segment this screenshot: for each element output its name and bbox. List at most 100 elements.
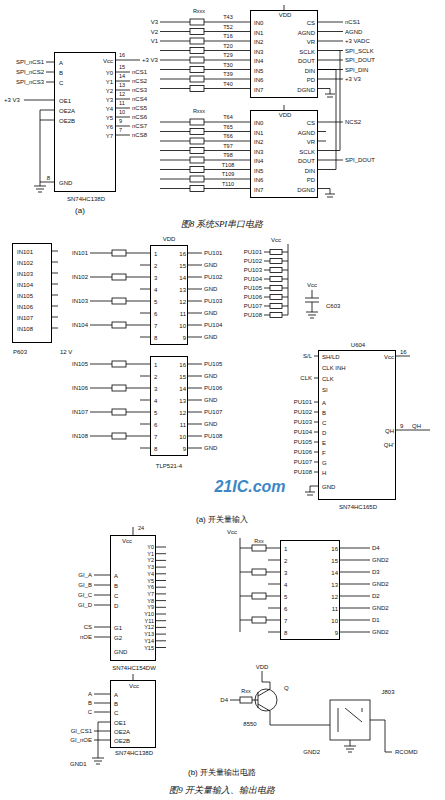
- node-text: IN101: [17, 249, 33, 255]
- resistor-symbol: [190, 119, 204, 125]
- signal-label: 11: [119, 101, 125, 107]
- pin-name: CLK: [322, 376, 334, 382]
- pin-name: 9: [335, 630, 338, 636]
- signal-label: SPI_nCS3: [16, 79, 44, 85]
- signal-label: PU105: [294, 439, 312, 445]
- pin-name: IN4: [254, 158, 263, 164]
- pin-name: A: [322, 400, 326, 406]
- pin-name: 14: [179, 275, 186, 281]
- pin-name: 7: [154, 323, 157, 329]
- pin-name: D: [114, 603, 118, 609]
- pin-name: G2: [114, 635, 122, 641]
- signal-label: PU107: [204, 409, 222, 415]
- signal-label: A: [88, 691, 92, 697]
- resistor-symbol: [270, 250, 282, 255]
- resistor-symbol: [190, 176, 204, 182]
- pin-name: Y4: [106, 106, 113, 112]
- signal-label: GND: [204, 397, 217, 403]
- pin-name: 9: [183, 446, 186, 452]
- resistor-symbol: [112, 361, 126, 367]
- pin-name: 13: [331, 582, 338, 588]
- resistor-symbol: [252, 569, 266, 575]
- pin-name: B: [322, 410, 326, 416]
- pin-name: IN6: [254, 77, 263, 83]
- pin-name: GND: [59, 180, 72, 186]
- pin-name: OE2A: [114, 729, 130, 735]
- resistor-symbol: [270, 277, 282, 282]
- pin-name: IN105: [17, 293, 33, 299]
- pin-name: 8: [154, 446, 157, 452]
- resistor-symbol: [190, 157, 204, 163]
- signal-label: RCOMD: [395, 749, 418, 755]
- pin-name: A: [114, 692, 118, 698]
- resistor-symbol: [190, 29, 204, 35]
- pin-name: Vcc: [103, 58, 113, 64]
- pin-name: IN108: [17, 326, 33, 332]
- signal-label: T39: [223, 72, 232, 78]
- pin-name: 5: [154, 410, 157, 416]
- pin-name: P603: [13, 349, 27, 355]
- signal-label: PU101: [294, 399, 312, 405]
- resistor-symbol: [270, 304, 282, 309]
- pin-name: Y6: [147, 585, 154, 591]
- pin-name: Y15: [144, 646, 154, 652]
- signal-label: nCS4: [132, 96, 147, 102]
- pin-name: Y10: [144, 612, 154, 618]
- pin-name: 16: [179, 251, 186, 257]
- signal-label: C603: [326, 303, 340, 309]
- pin-name: 12: [331, 594, 338, 600]
- pin-name: 15: [331, 558, 338, 564]
- pin-name: Y0: [106, 70, 113, 76]
- signal-label: S/L: [303, 353, 312, 359]
- signal-label: GI_D: [78, 602, 92, 608]
- pin-name: SN74HC154DW: [112, 665, 156, 671]
- pin-name: B: [59, 70, 63, 76]
- bus-wire: [318, 70, 336, 170]
- signal-label: C: [88, 709, 92, 715]
- signal-label: VDD: [256, 664, 269, 670]
- pin-name: QH': [384, 442, 394, 448]
- resistor-symbol: [190, 138, 204, 144]
- pin-name: B: [114, 701, 118, 707]
- pin-name: Y11: [145, 619, 154, 625]
- resistor-symbol: [112, 385, 126, 391]
- pin-name: A: [114, 573, 118, 579]
- signal-label: 12: [119, 92, 125, 98]
- signal-label: T16: [223, 34, 232, 40]
- pin-name: Y13: [144, 632, 154, 638]
- pin-name: QH: [385, 428, 394, 434]
- signal-label: PU107: [244, 303, 262, 309]
- signal-label: QH: [412, 423, 421, 429]
- signal-label: 24: [138, 526, 144, 532]
- pin-name: 2: [284, 558, 287, 564]
- pin-name: 6: [154, 311, 157, 317]
- resistor-symbol: [190, 19, 204, 25]
- signal-label: AGND: [345, 29, 362, 35]
- pin-name: 8: [154, 335, 157, 341]
- pin-name: IN5: [254, 68, 263, 74]
- signal-label: D2: [372, 593, 380, 599]
- signal-label: PU103: [294, 419, 312, 425]
- signal-label: +3 V3: [142, 57, 158, 63]
- signal-label: 10: [119, 110, 125, 116]
- adc-chip-box: VDDIN0IN1IN2IN3IN4IN5IN6IN7CSAGNDVRSCLKD…: [250, 10, 318, 98]
- signal-label: PU106: [244, 294, 262, 300]
- signal-label: NCS2: [345, 119, 361, 125]
- signal-label: T30: [223, 63, 232, 69]
- pin-name: 10: [179, 323, 186, 329]
- pin-name: OE2B: [59, 118, 75, 124]
- pin-name: Y5: [147, 579, 154, 585]
- pin-name: H: [322, 470, 326, 476]
- signal-label: GI_CS1: [71, 728, 92, 734]
- signal-label: T64: [223, 115, 232, 121]
- signal-label: Vcc: [227, 529, 237, 535]
- signal-label: 12 V: [60, 349, 72, 355]
- figure-caption: 图9 开关量输入、输出电路: [169, 786, 275, 795]
- pin-name: 3: [154, 386, 157, 392]
- signal-label: T52: [223, 25, 232, 31]
- signal-label: GI_B: [78, 582, 92, 588]
- node-text: VDD: [279, 12, 292, 18]
- pin-name: 4: [154, 287, 157, 293]
- pin-name: 6: [284, 606, 287, 612]
- pin-name: Vcc: [384, 354, 394, 360]
